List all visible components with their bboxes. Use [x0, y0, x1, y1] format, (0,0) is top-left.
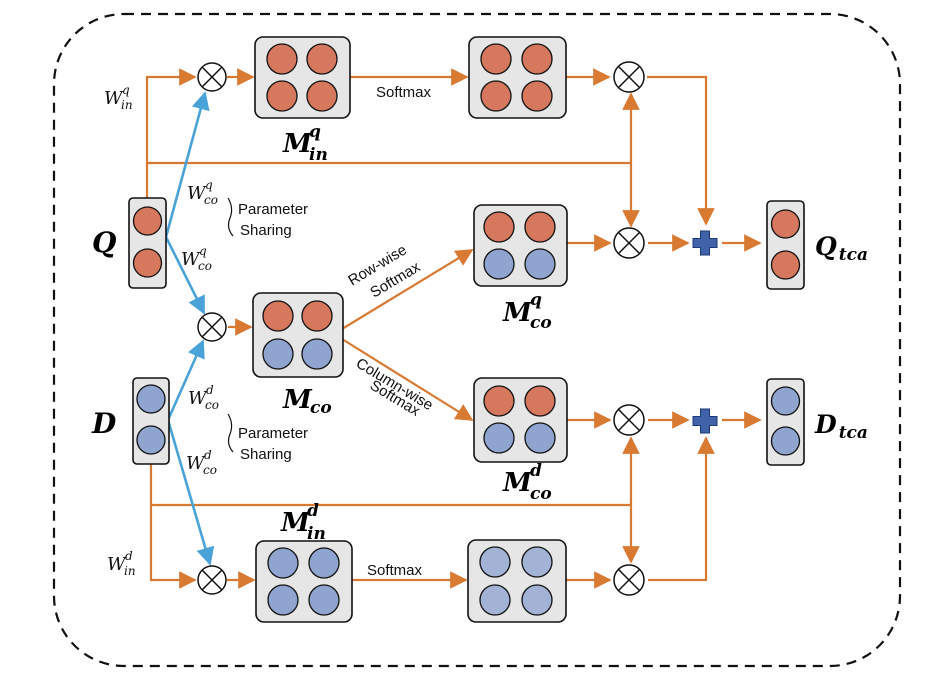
param-sharing-d-line1: Parameter: [238, 425, 308, 442]
matrix-m-co-d: [473, 377, 568, 463]
w-co-d-1-base: W: [188, 388, 208, 409]
output-d-vector: [766, 378, 805, 466]
m-co-d-sup: d: [530, 461, 542, 481]
mult-top-right-to-plus-line: [647, 75, 715, 226]
dashed-boundary: [52, 12, 902, 668]
m-co-sub: co: [310, 398, 332, 418]
w-co-d-1-sub: co: [205, 398, 219, 412]
w-co-q-1-base: W: [187, 183, 207, 204]
d-to-mult-bottom-line: [149, 462, 197, 589]
brace-d: [227, 413, 234, 453]
multiply-icon: [197, 312, 227, 342]
multiply-icon: [613, 404, 645, 436]
multiply-icon: [613, 564, 645, 596]
m-co-d-sub: co: [530, 484, 552, 504]
m-co-d-base: M: [502, 468, 533, 498]
m-in-q-base: M: [282, 129, 313, 159]
w-co-q-1-sup: q: [205, 178, 213, 192]
w-in-d-base: W: [107, 554, 127, 575]
input-d-vector: [132, 377, 170, 465]
output-q-sub: tca: [839, 245, 868, 265]
m-co-q-base: M: [502, 298, 533, 328]
multiply-icon: [197, 62, 227, 92]
m-in-d-sub: in: [307, 524, 326, 544]
w-in-q-base: W: [104, 88, 124, 109]
w-co-d-1-sup: d: [206, 383, 214, 397]
m-co-to-m-co-d-line: [341, 338, 474, 421]
w-co-d-2-sub: co: [203, 463, 217, 477]
d-blue-to-mult-co-line: [166, 339, 205, 421]
plus-icon: [692, 230, 718, 256]
m-in-q-sup: q: [309, 122, 321, 142]
multiply-icon: [613, 227, 645, 259]
w-co-d-2-sup: d: [204, 448, 212, 462]
w-co-q-2-sup: q: [199, 244, 207, 258]
q-to-mult-top-line: [145, 68, 197, 198]
w-co-q-1-sub: co: [204, 193, 218, 207]
output-q-base: Q: [815, 232, 837, 261]
softmax-top-label: Softmax: [376, 84, 432, 101]
blue-connections: [164, 91, 215, 566]
w-in-d-sub: in: [124, 564, 136, 578]
input-q-vector: [128, 197, 167, 289]
output-q-vector: [766, 200, 805, 290]
plus-icon: [692, 408, 718, 434]
input-q-label: Q: [92, 226, 116, 259]
w-co-q-2-base: W: [181, 249, 201, 270]
w-co-d-2-base: W: [186, 453, 206, 474]
q-blue-to-mult-co-line: [164, 236, 206, 315]
m-co-to-m-co-q-line: [341, 249, 474, 330]
matrix-softmax-in-d: [467, 539, 567, 623]
param-sharing-q-line2: Sharing: [240, 222, 292, 239]
orange-connections: [145, 68, 762, 589]
d-blue-to-mult-bottom-line: [166, 419, 215, 566]
mult-bottom-right-to-plus-line: [648, 436, 715, 582]
param-sharing-d-line2: Sharing: [240, 446, 292, 463]
w-in-d-sup: d: [125, 549, 133, 563]
m-in-q-sub: in: [309, 145, 328, 165]
multiply-icon: [613, 61, 645, 93]
m-co-q-sub: co: [530, 313, 552, 333]
matrix-m-co-q: [473, 204, 568, 287]
output-d-base: D: [814, 410, 837, 439]
matrix-m-in-d: [255, 540, 353, 623]
softmax-bottom-label: Softmax: [367, 562, 423, 579]
q-blue-to-mult-top-line: [164, 91, 210, 238]
multiply-icon: [197, 565, 227, 595]
w-co-q-2-sub: co: [198, 259, 212, 273]
matrix-m-in-q: [254, 36, 351, 119]
w-in-q-sub: in: [121, 98, 133, 112]
m-in-d-base: M: [280, 508, 311, 538]
m-co-q-sup: q: [530, 290, 542, 310]
output-d-sub: tca: [839, 423, 868, 443]
input-d-label: D: [91, 407, 117, 440]
matrix-softmax-in-q: [468, 36, 567, 119]
matrix-m-co: [252, 292, 344, 378]
m-in-d-sup: d: [307, 501, 319, 521]
w-in-q-sup: q: [122, 83, 130, 97]
m-co-base: M: [282, 385, 313, 415]
param-sharing-q-line1: Parameter: [238, 201, 308, 218]
brace-q: [227, 197, 234, 237]
